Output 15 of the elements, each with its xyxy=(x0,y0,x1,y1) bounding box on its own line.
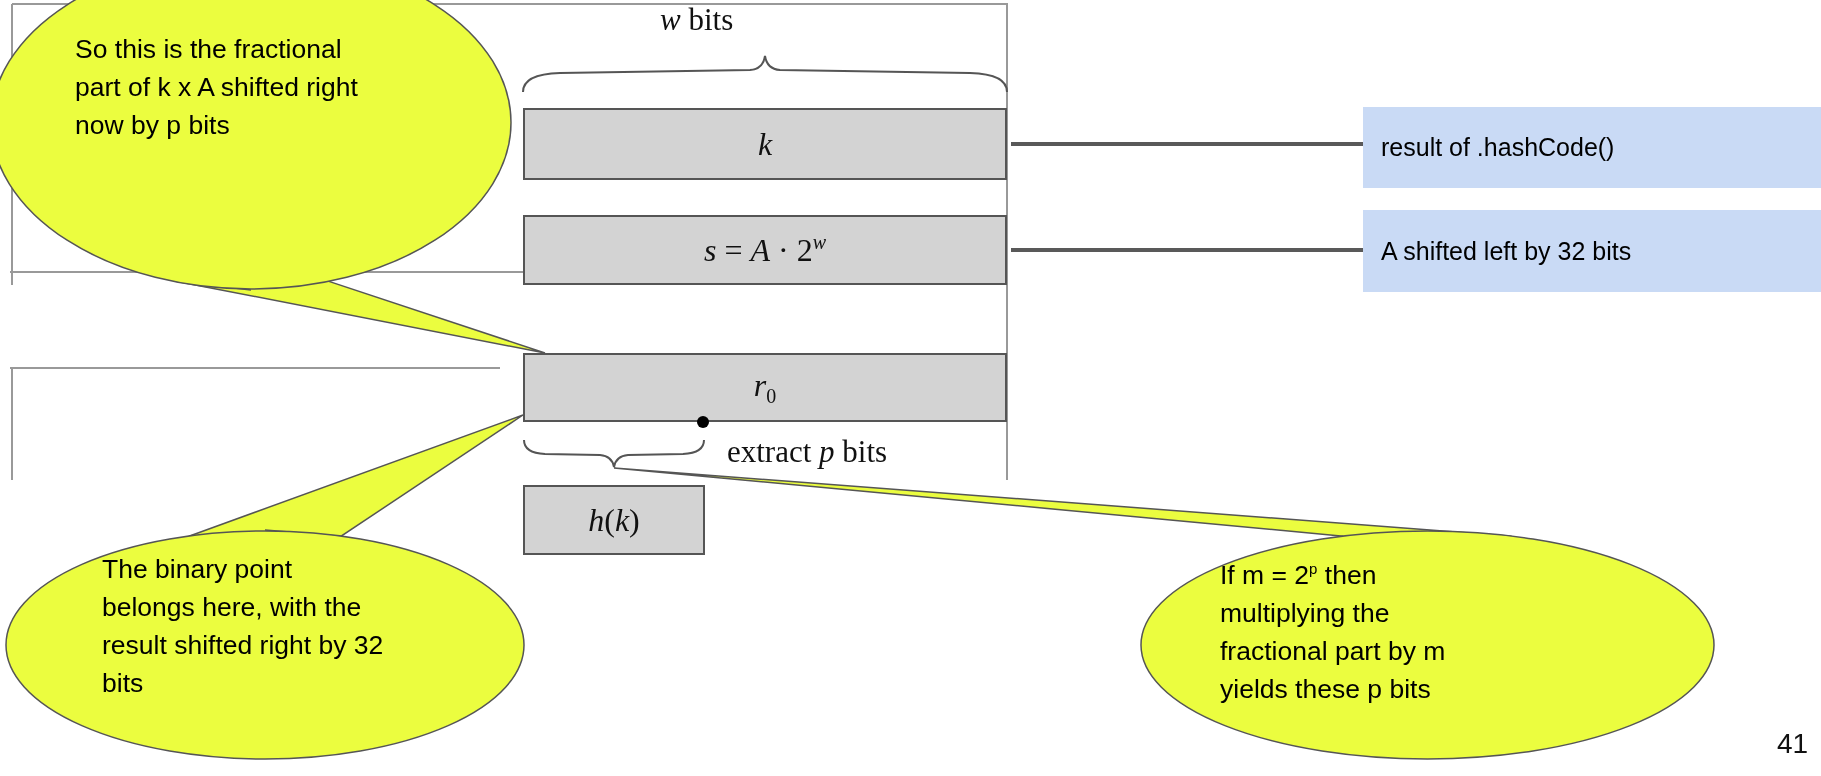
curly-brace xyxy=(523,440,705,468)
bubble-text: The binary point belongs here, with the result shifted right by 32 bits xyxy=(102,553,385,700)
bubble-text: So this is the fractional part of k x A shifted right now by p bits xyxy=(75,33,359,142)
bit-field: k xyxy=(523,108,1007,180)
bubble-text: If m = 2$^{p}$ then multiplying the fractional part by m yields these p bits xyxy=(1220,558,1447,706)
connector-line xyxy=(1011,248,1363,252)
bit-field: h(k) xyxy=(523,485,705,555)
page-number: 41 xyxy=(1777,728,1809,760)
bit-field: r$_{0}$ xyxy=(523,353,1007,422)
connector-line xyxy=(1011,142,1363,146)
note-box: A shifted left by 32 bits xyxy=(1363,210,1821,292)
width-label: w bits xyxy=(660,2,734,38)
note-box: result of .hashCode() xyxy=(1363,107,1821,188)
extract-label: extract p bits xyxy=(727,434,888,470)
bit-field: s = A · 2$^{w}$ xyxy=(523,215,1007,285)
